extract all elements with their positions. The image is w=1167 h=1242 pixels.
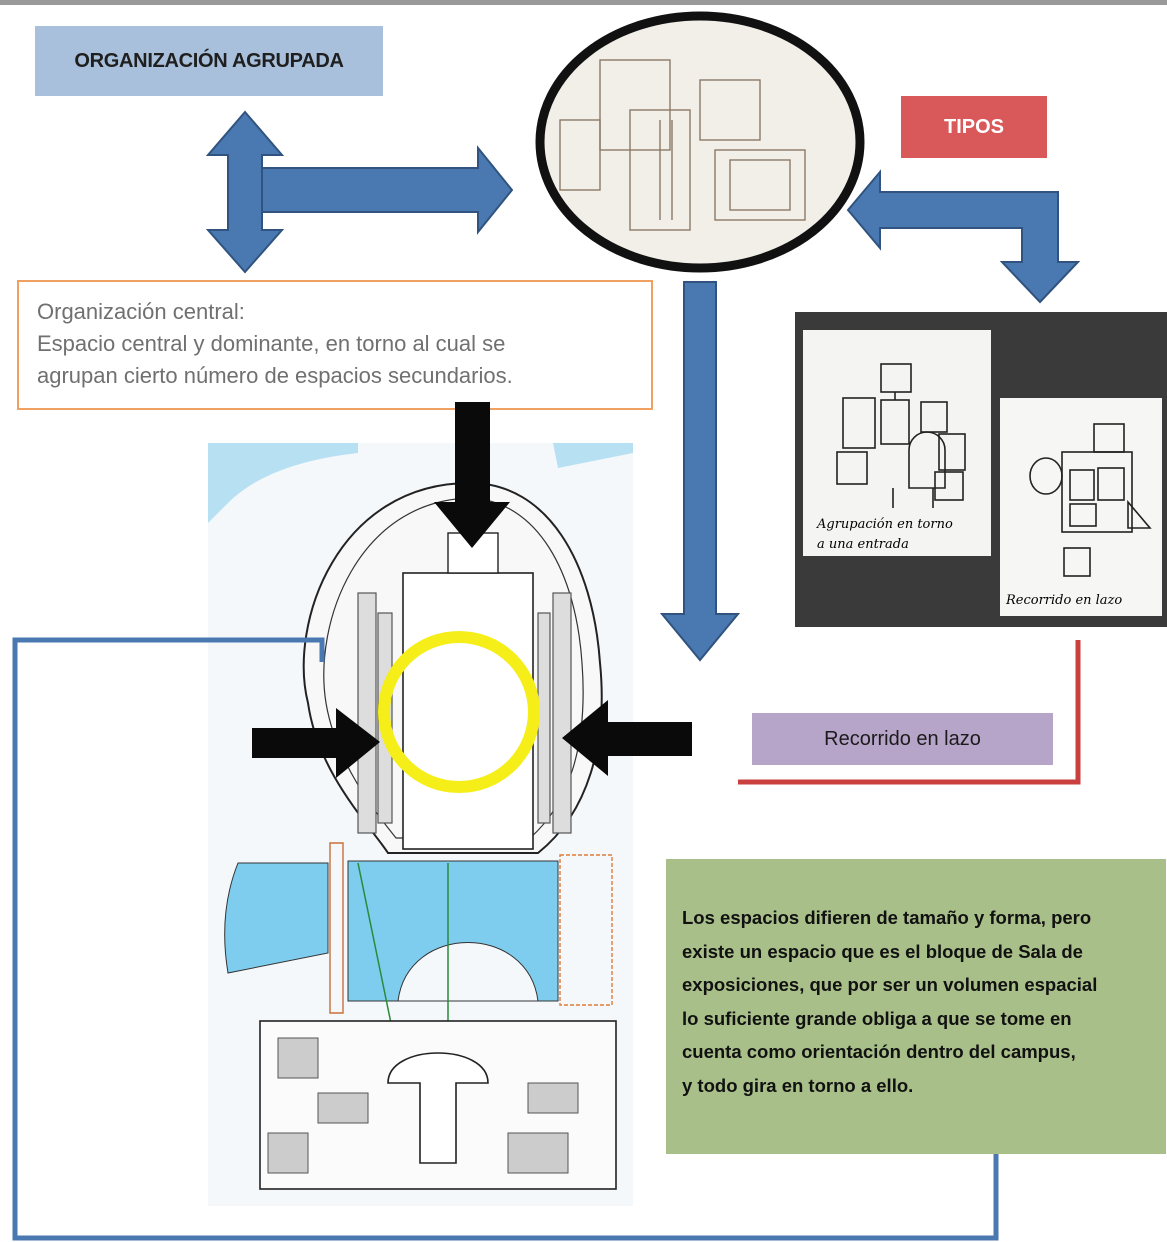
central-line-2: Espacio central y dominante, en torno al… (37, 331, 506, 356)
description-line-6: y todo gira en torno a ello. (682, 1074, 914, 1096)
floor-plan-image (208, 443, 633, 1206)
left-down-arrow-icon (846, 169, 1081, 304)
title-text: ORGANIZACIÓN AGRUPADA (74, 49, 344, 72)
recorrido-text: Recorrido en lazo (824, 727, 981, 750)
recorrido-lazo-box: Recorrido en lazo (752, 713, 1053, 765)
sketch1-caption-1: Agrupación en torno (816, 517, 953, 532)
organizacion-central-box: Organización central: Espacio central y … (17, 280, 653, 410)
black-pointer-arrow-icon (252, 402, 692, 778)
blue-connector-line (12, 637, 999, 1241)
title-box: ORGANIZACIÓN AGRUPADA (35, 26, 383, 96)
central-line-1: Organización central: (37, 299, 245, 324)
description-line-3: exposiciones, que por ser un volumen esp… (682, 974, 1098, 995)
description-line-1: Los espacios difieren de tamaño y forma,… (682, 907, 1092, 928)
sketch-recorrido: Recorrido en lazo (1000, 398, 1162, 616)
description-line-2: existe un espacio que es el bloque de Sa… (682, 940, 1083, 962)
highlight-circle-icon (378, 631, 540, 793)
sketch2-caption: Recorrido en lazo (1005, 593, 1122, 608)
sketch1-caption-2: a una entrada (817, 537, 909, 552)
top-border (0, 0, 1167, 5)
down-arrow-icon (659, 281, 741, 662)
tipos-text: TIPOS (943, 115, 1004, 138)
alhambra-plan-ellipse (535, 11, 865, 273)
double-arrow-icon (205, 110, 514, 274)
description-box: Los espacios difieren de tamaño y forma,… (666, 859, 1166, 1154)
red-connector-line (738, 640, 1081, 785)
sketch-agrupacion: Agrupación en torno a una entrada (803, 330, 991, 556)
tipos-box: TIPOS (901, 96, 1047, 158)
central-line-3: agrupan cierto número de espacios secund… (37, 363, 513, 388)
description-line-5: cuenta como orientación dentro del campu… (682, 1041, 1076, 1062)
description-line-4: lo suficiente grande obliga a que se tom… (682, 1007, 1072, 1029)
